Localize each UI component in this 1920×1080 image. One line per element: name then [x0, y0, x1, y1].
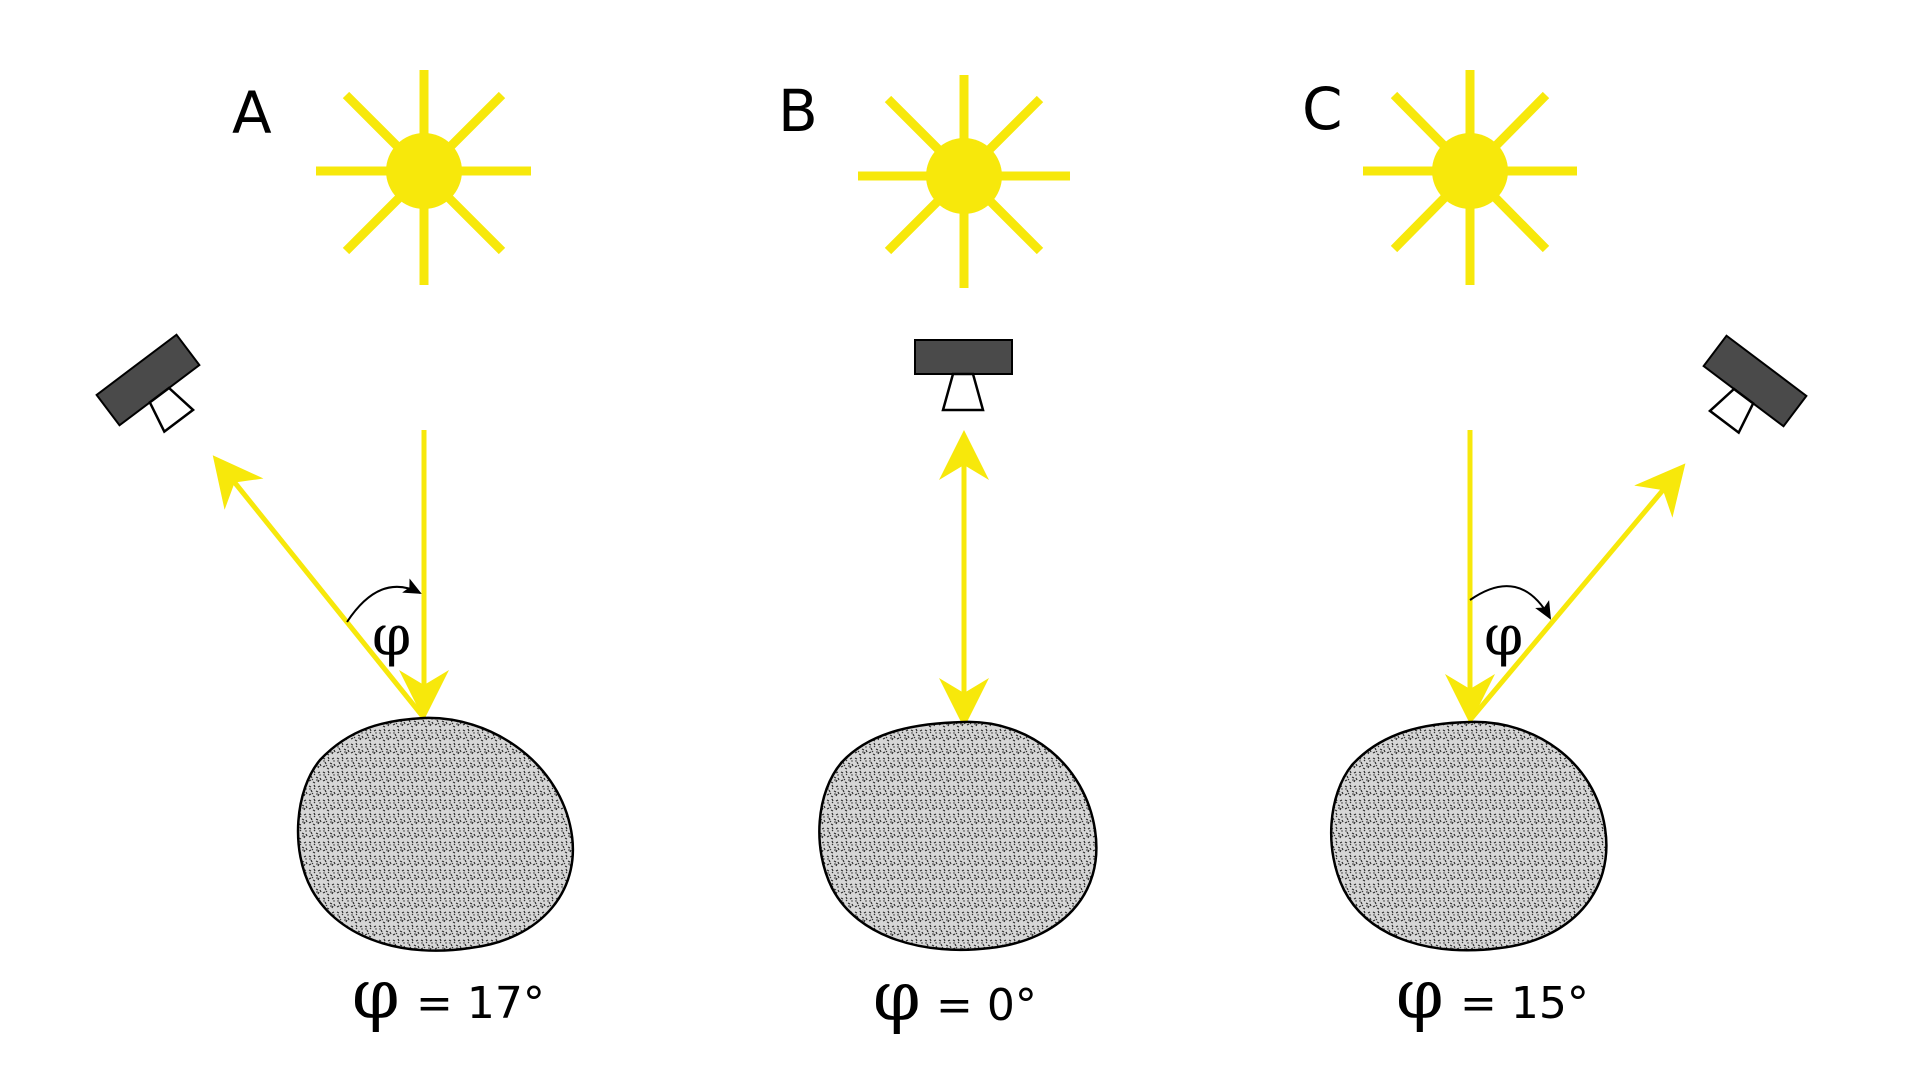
reflected-ray [1468, 463, 1686, 722]
equation-value-c: = 15° [1460, 978, 1589, 1029]
angle-arc [1469, 585, 1551, 620]
equation-phi-c: φ [1396, 956, 1444, 1035]
panel-a: A φ φ = 17° [95, 70, 575, 1035]
camera-sensor-icon [914, 339, 1013, 412]
angle-arc [346, 578, 422, 623]
reflected-ray [212, 455, 426, 720]
sun-icon [858, 75, 1070, 288]
camera-sensor-icon [95, 333, 201, 434]
panel-label-a: A [232, 79, 272, 147]
phi-label-c: φ [1484, 604, 1523, 669]
equation-value-a: = 17° [416, 978, 545, 1029]
camera-sensor-icon [1702, 334, 1808, 435]
equation-phi-b: φ [873, 958, 921, 1037]
equation-value-b: = 0° [936, 980, 1037, 1031]
panel-label-c: C [1302, 75, 1343, 143]
panel-c: C φ φ = 15° [1302, 70, 1808, 1035]
rock-sample-icon [296, 716, 575, 952]
rock-sample-icon [1329, 720, 1608, 952]
equation-phi-a: φ [352, 956, 400, 1035]
phi-label-a: φ [372, 604, 411, 669]
panel-label-b: B [778, 77, 818, 145]
sun-icon [1363, 70, 1577, 285]
panel-b: B φ = 0° [778, 75, 1098, 1037]
sun-icon [316, 70, 531, 285]
rock-sample-icon [818, 720, 1098, 952]
